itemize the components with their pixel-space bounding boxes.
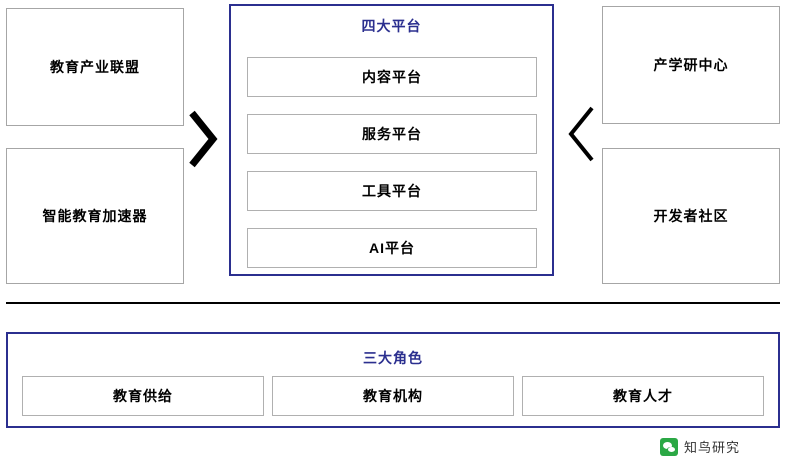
platform-item-ai: AI平台 xyxy=(247,228,537,268)
platform-item-content: 内容平台 xyxy=(247,57,537,97)
node-industry-academia-research-center: 产学研中心 xyxy=(602,6,780,124)
role-item-education-institution: 教育机构 xyxy=(272,376,514,416)
watermark-label: 知鸟研究 xyxy=(684,440,741,455)
platform-item-service: 服务平台 xyxy=(247,114,537,154)
node-education-industry-alliance: 教育产业联盟 xyxy=(6,8,184,126)
node-smart-education-accelerator: 智能教育加速器 xyxy=(6,148,184,284)
three-roles-title: 三大角色 xyxy=(363,350,423,366)
chevron-left-pointing-icon xyxy=(566,105,596,163)
role-item-education-talent: 教育人才 xyxy=(522,376,764,416)
watermark: 知鸟研究 xyxy=(660,437,740,456)
chevron-right-pointing-icon xyxy=(188,110,218,168)
platform-item-tools: 工具平台 xyxy=(247,171,537,211)
four-platforms-title: 四大平台 xyxy=(361,18,422,34)
role-item-education-supply: 教育供给 xyxy=(22,376,264,416)
wechat-icon xyxy=(660,437,678,456)
three-roles-panel: 三大角色 教育供给 教育机构 教育人才 xyxy=(6,332,780,428)
node-developer-community: 开发者社区 xyxy=(602,148,780,284)
section-divider xyxy=(6,302,780,304)
four-platforms-panel: 四大平台 内容平台 服务平台 工具平台 AI平台 xyxy=(229,4,554,276)
